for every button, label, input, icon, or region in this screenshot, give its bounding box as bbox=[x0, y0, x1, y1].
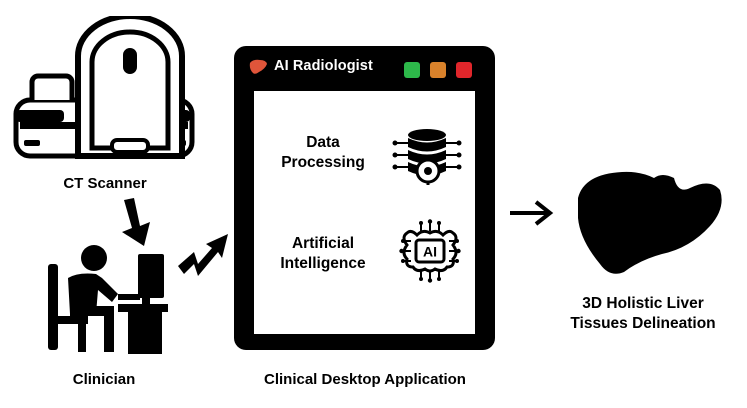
module-line: Artificial bbox=[291, 235, 354, 252]
ai-badge-text: AI bbox=[423, 244, 437, 260]
window-green-button[interactable] bbox=[404, 62, 420, 78]
database-gear-icon bbox=[392, 127, 462, 189]
window-orange-button[interactable] bbox=[430, 62, 446, 78]
module-artificial-intelligence-label: Artificial Intelligence bbox=[268, 234, 378, 274]
module-line: Intelligence bbox=[280, 255, 366, 273]
output-label: 3D Holistic Liver Tissues Delineation bbox=[540, 294, 746, 334]
app-to-output-arrow bbox=[508, 198, 554, 228]
liver-logo-shape bbox=[249, 59, 267, 74]
desktop-app-label: Clinical Desktop Application bbox=[264, 371, 466, 388]
module-line: Data bbox=[306, 134, 340, 151]
ct-scanner-label: CT Scanner bbox=[63, 175, 147, 192]
app-content-area: Data Processing bbox=[254, 91, 475, 334]
desktop-app-window: AI Radiologist Data Processing bbox=[234, 46, 495, 350]
ai-brain-chip-icon: AI bbox=[399, 219, 461, 283]
liver-icon bbox=[570, 168, 725, 276]
window-red-button[interactable] bbox=[456, 62, 472, 78]
liver-logo-icon bbox=[248, 57, 268, 77]
app-title: AI Radiologist bbox=[274, 58, 373, 74]
module-line: Processing bbox=[281, 154, 365, 172]
clinician-icon bbox=[44, 244, 168, 358]
scanner-to-clinician-arrow bbox=[114, 196, 158, 248]
output-line: Tissues Delineation bbox=[570, 315, 716, 333]
clinician-to-app-arrow bbox=[174, 222, 232, 280]
clinician-label: Clinician bbox=[72, 371, 136, 388]
ct-scanner-icon bbox=[12, 16, 197, 166]
output-line: 3D Holistic Liver bbox=[582, 295, 704, 312]
module-data-processing-label: Data Processing bbox=[268, 133, 378, 173]
